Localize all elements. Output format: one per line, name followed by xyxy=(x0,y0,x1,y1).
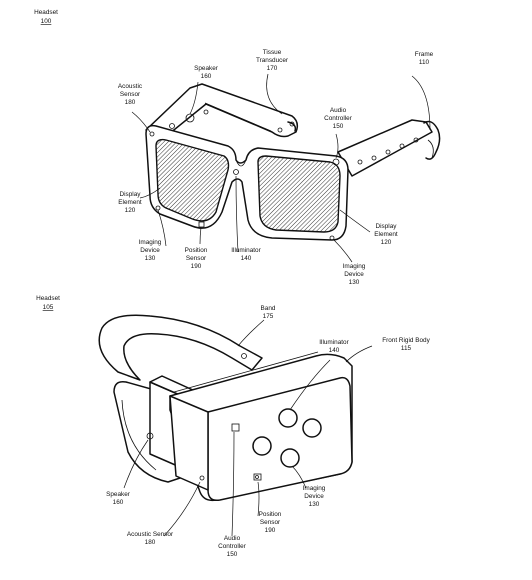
glasses-label-speaker-line-2: 160 xyxy=(201,73,212,80)
glasses-front-frame xyxy=(145,124,349,241)
glasses-label-speaker-line-1: Speaker xyxy=(194,65,219,72)
glasses-label-imaging-device-right-line-2: Device xyxy=(344,271,364,278)
hmd-figure-number: 105 xyxy=(43,304,54,311)
glasses-label-display-element-right-line-2: Element xyxy=(374,231,398,238)
hmd-label-front-rigid-body-line-2: 115 xyxy=(401,345,412,352)
hmd-label-position-sensor-line-3: 190 xyxy=(265,527,276,534)
glasses-label-frame-line-2: 110 xyxy=(419,59,430,66)
glasses-label-acoustic-sensor-line-3: 180 xyxy=(125,99,136,106)
hmd-label-position-sensor-line-1: Position xyxy=(259,511,282,518)
hmd-leader-lines xyxy=(123,319,373,537)
position-sensor-icon xyxy=(198,221,205,228)
right-display-element xyxy=(257,155,341,233)
left-display-element xyxy=(155,138,230,222)
glasses-label-audio-controller-line-2: Controller xyxy=(324,115,353,122)
glasses-label-tissue-transducer-line-1: Tissue xyxy=(263,49,282,56)
hmd-label-audio-controller-line-1: Audio xyxy=(224,535,241,542)
glasses-label-position-sensor-line-3: 190 xyxy=(191,263,202,270)
hmd-label-front-rigid-body-line-1: Front Rigid Body xyxy=(382,337,430,344)
hmd-label-band-line-1: Band xyxy=(261,305,276,312)
glasses-label-audio-controller-line-1: Audio xyxy=(330,107,347,114)
hmd-label-acoustic-sensor-line-1: Acoustic Sensor xyxy=(127,531,174,538)
glasses-figure-title: Headset xyxy=(34,9,58,16)
left-temple-arm xyxy=(145,83,299,139)
hmd-label-acoustic-sensor-line-2: 180 xyxy=(145,539,156,546)
illuminator-icon xyxy=(233,169,239,175)
glasses-label-imaging-device-left-line-2: Device xyxy=(140,247,160,254)
hmd-label-audio-controller-line-3: 150 xyxy=(227,551,238,558)
hmd-drawing xyxy=(98,314,353,502)
glasses-leader-lines xyxy=(131,73,431,263)
glasses-label-display-element-right-line-1: Display xyxy=(376,223,398,230)
hmd-label-speaker-line-2: 160 xyxy=(113,499,124,506)
glasses-drawing xyxy=(145,83,441,241)
label-layer: Headset100Headset105Speaker160TissueTran… xyxy=(34,9,434,558)
glasses-figure-number: 100 xyxy=(41,18,52,25)
glasses-label-frame-line-1: Frame xyxy=(415,51,434,58)
imaging-device-icon xyxy=(280,448,300,468)
hmd-label-imaging-device-line-3: 130 xyxy=(309,501,320,508)
hmd-label-position-sensor-line-2: Sensor xyxy=(260,519,281,526)
hmd-label-audio-controller-line-2: Controller xyxy=(218,543,247,550)
audio-controller-icon xyxy=(332,158,340,166)
glasses-label-display-element-left-line-1: Display xyxy=(120,191,142,198)
hmd-label-illuminator-line-2: 140 xyxy=(329,347,340,354)
glasses-label-tissue-transducer-line-3: 170 xyxy=(267,65,278,72)
glasses-label-position-sensor-line-2: Sensor xyxy=(186,255,207,262)
glasses-label-imaging-device-left-line-3: 130 xyxy=(145,255,156,262)
audio-controller-icon xyxy=(231,423,240,432)
glasses-label-display-element-right-line-3: 120 xyxy=(381,239,392,246)
glasses-label-audio-controller-line-3: 150 xyxy=(333,123,344,130)
glasses-label-tissue-transducer-line-2: Transducer xyxy=(256,57,289,64)
hmd-label-imaging-device-line-2: Device xyxy=(304,493,324,500)
glasses-label-illuminator-line-2: 140 xyxy=(241,255,252,262)
glasses-label-imaging-device-right-line-1: Imaging xyxy=(343,263,366,270)
hmd-label-illuminator-line-1: Illuminator xyxy=(319,339,349,346)
right-temple-arm xyxy=(337,119,441,177)
glasses-label-display-element-left-line-2: Element xyxy=(118,199,142,206)
glasses-label-display-element-left-line-3: 120 xyxy=(125,207,136,214)
glasses-label-imaging-device-left-line-1: Imaging xyxy=(139,239,162,246)
glasses-label-position-sensor-line-1: Position xyxy=(185,247,208,254)
glasses-component-markers xyxy=(149,109,419,241)
hmd-label-imaging-device-line-1: Imaging xyxy=(303,485,326,492)
position-sensor-icon xyxy=(253,473,262,481)
front-rigid-body xyxy=(146,351,353,502)
hmd-figure-title: Headset xyxy=(36,295,60,302)
glasses-label-illuminator-line-1: Illuminator xyxy=(231,247,261,254)
speaker-icon xyxy=(146,432,154,440)
glasses-label-imaging-device-right-line-3: 130 xyxy=(349,279,360,286)
hmd-label-speaker-line-1: Speaker xyxy=(106,491,131,498)
glasses-label-acoustic-sensor-line-2: Sensor xyxy=(120,91,141,98)
glasses-label-acoustic-sensor-line-1: Acoustic xyxy=(118,83,143,90)
illuminator-icon xyxy=(278,408,298,428)
hmd-label-band-line-2: 175 xyxy=(263,313,274,320)
